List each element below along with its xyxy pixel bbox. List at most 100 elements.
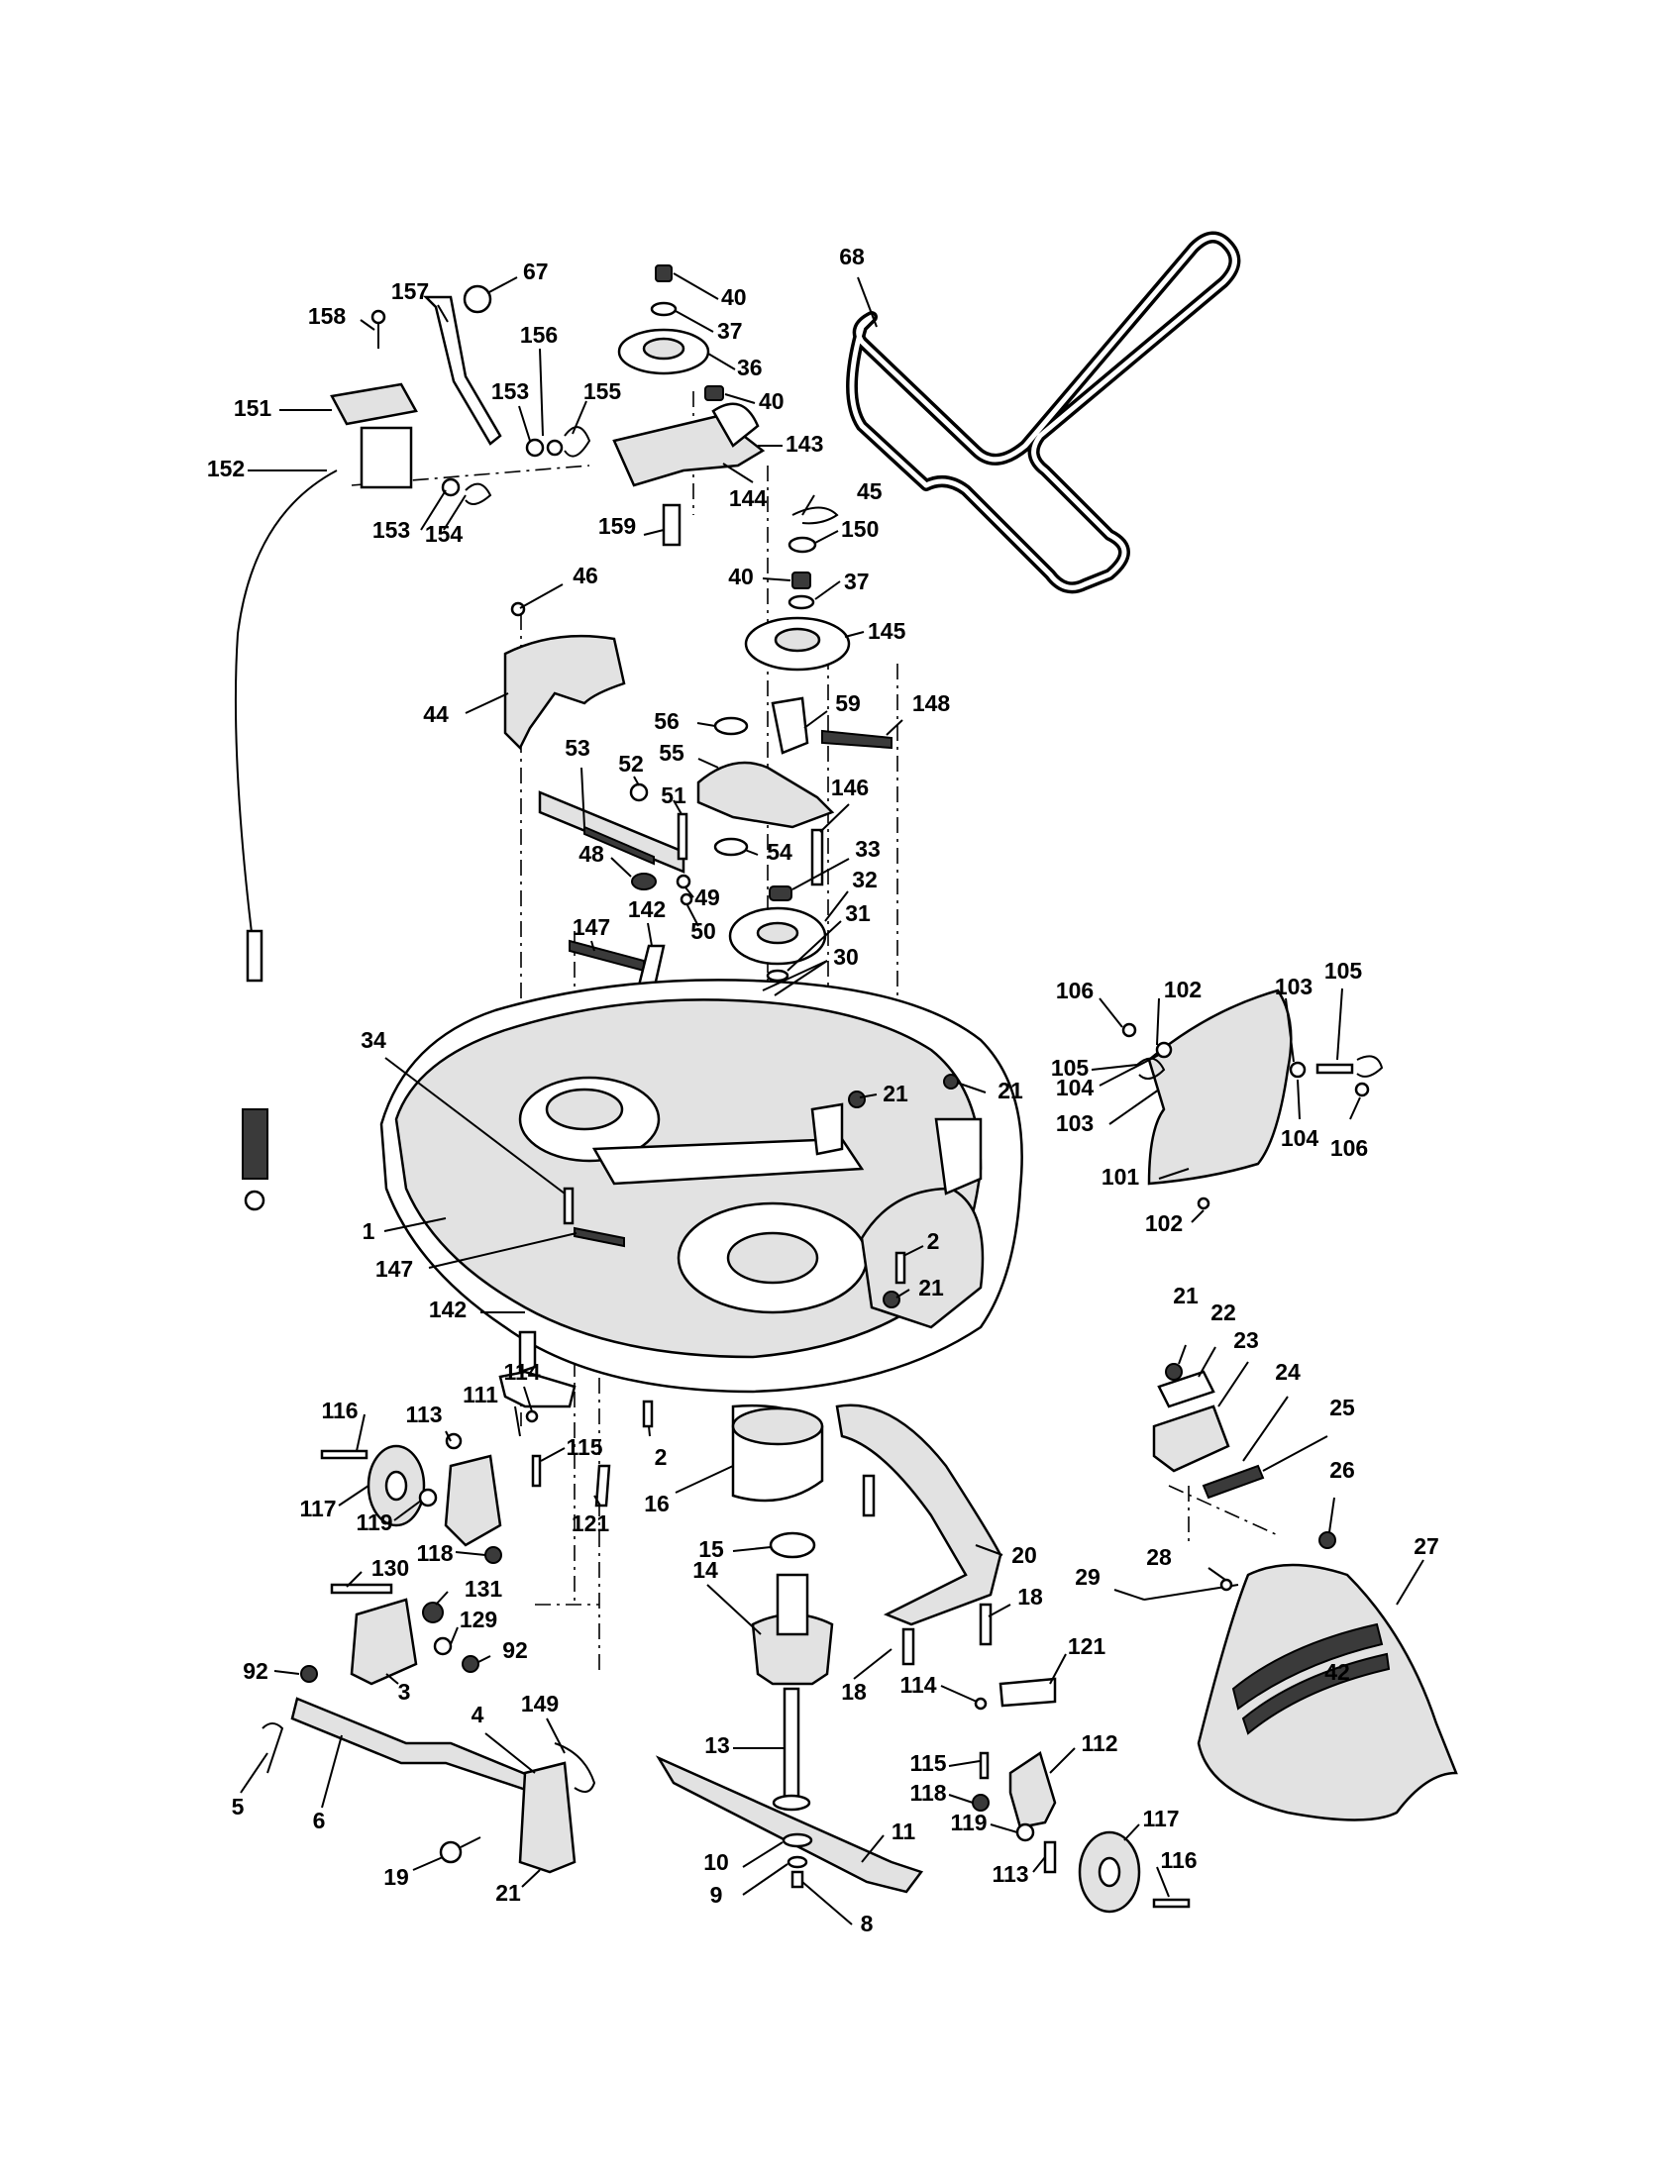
nut-131 (422, 1602, 444, 1623)
spring-105a (1136, 1057, 1166, 1080)
spring-149 (554, 1742, 596, 1793)
callout-53: 53 (565, 735, 590, 761)
idler-arm-55 (696, 761, 835, 829)
washer-37a (650, 301, 678, 317)
nut-33 (769, 885, 792, 901)
callout-158: 158 (308, 303, 347, 329)
callout-11: 11 (892, 1819, 916, 1844)
nut-40b (704, 385, 724, 401)
cable-end (246, 929, 263, 983)
spring-154 (465, 482, 492, 505)
washer-129 (433, 1636, 453, 1656)
washer-153 (525, 438, 545, 458)
mower-deck-1 (379, 979, 1023, 1394)
callout-18-lower: 18 (841, 1679, 867, 1705)
plate-22 (1157, 1370, 1215, 1408)
callout-30: 30 (833, 944, 859, 970)
bearing-15 (769, 1531, 816, 1559)
callout-156: 156 (520, 322, 558, 348)
callout-157: 157 (391, 278, 429, 304)
callout-37-lower: 37 (844, 569, 870, 594)
pin-121a (594, 1464, 611, 1508)
washer-56 (713, 716, 749, 736)
callout-14: 14 (692, 1557, 718, 1583)
callout-104-right: 104 (1281, 1125, 1319, 1151)
washer-103b (1289, 1061, 1307, 1079)
callout-52: 52 (618, 751, 644, 777)
callout-2-lower: 2 (655, 1444, 668, 1470)
callout-115-left: 115 (566, 1434, 602, 1460)
callout-103-lower: 103 (1056, 1110, 1094, 1136)
callout-2-upper: 2 (927, 1228, 940, 1254)
callout-104-left: 104 (1056, 1075, 1095, 1100)
belt-guard-44 (503, 601, 626, 751)
washer-103a (1155, 1041, 1173, 1059)
washer-114b (974, 1697, 988, 1711)
bolt-159 (662, 503, 682, 547)
spring-25 (1202, 1464, 1265, 1500)
screw-158 (370, 309, 386, 325)
callout-23: 23 (1233, 1327, 1259, 1353)
callout-9: 9 (710, 1882, 723, 1908)
brake-arm-53 (538, 790, 685, 874)
washer-106a (1121, 1022, 1137, 1038)
callout-8: 8 (861, 1911, 874, 1936)
washer-28 (1219, 1578, 1233, 1592)
lower-idler-group (744, 506, 851, 672)
callout-6: 6 (313, 1808, 326, 1833)
nut-92b (462, 1655, 479, 1673)
callout-31: 31 (845, 900, 871, 926)
shaft-13 (783, 1687, 800, 1800)
callout-51: 51 (661, 782, 686, 808)
callout-101: 101 (1102, 1164, 1140, 1190)
callout-131: 131 (465, 1576, 503, 1602)
lift-lever-assembly (234, 284, 591, 1211)
callout-21-c: 21 (918, 1275, 944, 1300)
bracket-151 (330, 382, 418, 426)
callout-151: 151 (234, 395, 272, 421)
bolt-34 (563, 1187, 575, 1225)
washer-10 (782, 1832, 813, 1848)
callout-56: 56 (654, 708, 680, 734)
callout-32: 32 (852, 867, 878, 892)
callout-15: 15 (698, 1536, 724, 1562)
callout-13: 13 (704, 1732, 730, 1758)
bracket-142b (498, 1370, 577, 1408)
support-arm-20 (835, 1404, 1002, 1666)
knob-67 (463, 284, 492, 314)
cable-152 (234, 469, 338, 942)
callout-106-right: 106 (1330, 1135, 1368, 1161)
deflector-101 (1121, 988, 1384, 1210)
callout-113-right: 113 (992, 1861, 1028, 1887)
plate-151b (360, 426, 413, 489)
nut-21d (1165, 1363, 1183, 1381)
callout-103-top: 103 (1275, 974, 1312, 999)
discharge-chute-27: 42 (1143, 1563, 1458, 1821)
callout-19: 19 (383, 1864, 409, 1890)
pin-51 (677, 812, 688, 861)
callout-117-right: 117 (1142, 1806, 1179, 1831)
callout-29: 29 (1075, 1564, 1101, 1590)
callout-142-lower: 142 (429, 1297, 467, 1322)
callout-55: 55 (659, 740, 684, 766)
nut-48 (631, 873, 657, 890)
washer-156 (546, 439, 564, 457)
callout-152: 152 (207, 456, 245, 481)
screw-102 (1197, 1196, 1210, 1210)
callout-45: 45 (857, 478, 883, 504)
callout-24: 24 (1275, 1359, 1301, 1385)
callout-3: 3 (398, 1679, 411, 1705)
washer-119b (1015, 1822, 1035, 1842)
clip-45 (791, 506, 839, 525)
callout-21-e: 21 (495, 1880, 521, 1906)
lift-linkage (262, 1583, 596, 1874)
bolt-18c (901, 1627, 915, 1666)
washer-50 (680, 892, 693, 906)
callout-159: 159 (598, 513, 636, 539)
callout-119-left: 119 (356, 1509, 392, 1535)
rod-105 (1315, 1063, 1354, 1075)
callout-37-top: 37 (717, 318, 743, 344)
callout-92-right: 92 (502, 1637, 528, 1663)
callout-labels: 67 157 158 156 153 155 151 152 153 154 4… (207, 244, 1439, 1936)
callout-118-left: 118 (416, 1540, 453, 1566)
